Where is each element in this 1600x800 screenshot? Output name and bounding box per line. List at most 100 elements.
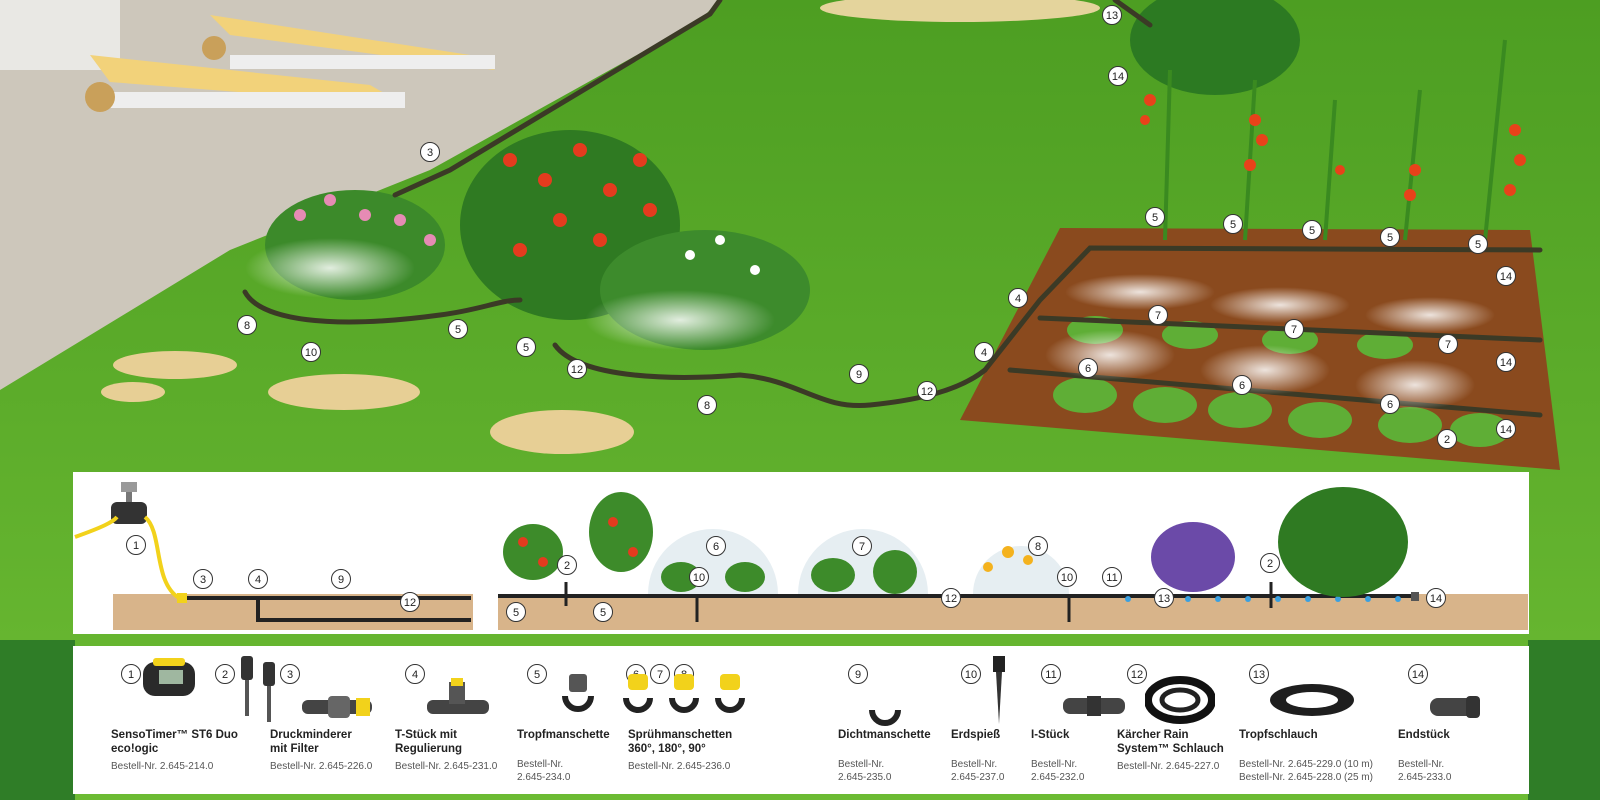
callout-number: 7 bbox=[1284, 319, 1304, 339]
legend-number: 4 bbox=[405, 664, 425, 684]
schematic-drawing bbox=[74, 482, 1528, 630]
shrub bbox=[1130, 0, 1300, 95]
legend-number: 7 bbox=[650, 664, 670, 684]
callout-number: 3 bbox=[420, 142, 440, 162]
callout-number: 7 bbox=[1148, 305, 1168, 325]
order-number: Bestell-Nr. 2.645-214.0 bbox=[111, 761, 214, 772]
callout-number: 5 bbox=[1380, 227, 1400, 247]
callout-number: 8 bbox=[697, 395, 717, 415]
callout-number: 6 bbox=[1232, 375, 1252, 395]
order-number: Bestell-Nr. 2.645-236.0 bbox=[628, 761, 731, 772]
callout-number: 10 bbox=[689, 567, 709, 587]
callout-number: 14 bbox=[1426, 588, 1446, 608]
order-number: Bestell-Nr. 2.645-233.0 bbox=[1398, 759, 1452, 783]
part-name: Druckminderer mit Filter bbox=[270, 729, 352, 755]
callout-number: 5 bbox=[1145, 207, 1165, 227]
callout-number: 5 bbox=[448, 319, 468, 339]
callout-number: 12 bbox=[941, 588, 961, 608]
i-piece-icon bbox=[1059, 686, 1129, 731]
order-number: Bestell-Nr. 2.645-234.0 bbox=[517, 759, 571, 783]
callout-number: 9 bbox=[331, 569, 351, 589]
legend-number: 14 bbox=[1408, 664, 1428, 684]
house-wall bbox=[0, 0, 120, 70]
water-tap-icon bbox=[111, 482, 147, 524]
sealing-collar-icon bbox=[866, 696, 906, 741]
t-piece-icon bbox=[423, 678, 493, 733]
callout-number: 14 bbox=[1496, 266, 1516, 286]
order-number: Bestell-Nr. 2.645-229.0 (10 m) Bestell-N… bbox=[1239, 759, 1373, 783]
callout-number: 5 bbox=[506, 602, 526, 622]
callout-number: 14 bbox=[1496, 419, 1516, 439]
callout-number: 13 bbox=[1102, 5, 1122, 25]
legend-number: 11 bbox=[1041, 664, 1061, 684]
callout-number: 5 bbox=[516, 337, 536, 357]
order-number: Bestell-Nr. 2.645-232.0 bbox=[1031, 759, 1085, 783]
end-piece-icon bbox=[1426, 686, 1486, 731]
callout-number: 14 bbox=[1496, 352, 1516, 372]
callout-number: 14 bbox=[1108, 66, 1128, 86]
callout-number: 12 bbox=[400, 592, 420, 612]
part-name: SensoTimer™ ST6 Duo ecoǃogic bbox=[111, 729, 238, 755]
legend-number: 12 bbox=[1127, 664, 1147, 684]
callout-number: 4 bbox=[974, 342, 994, 362]
callout-number: 11 bbox=[1102, 567, 1122, 587]
part-name: Tropfmanschette bbox=[517, 729, 610, 741]
gravel-path bbox=[820, 0, 1100, 22]
callout-number: 1 bbox=[126, 535, 146, 555]
part-name: Endstück bbox=[1398, 729, 1450, 741]
legend-number: 5 bbox=[527, 664, 547, 684]
callout-number: 6 bbox=[1380, 394, 1400, 414]
legend-number: 13 bbox=[1249, 664, 1269, 684]
part-name: Sprühmanschetten 360°, 180°, 90° bbox=[628, 729, 733, 755]
drip-collar-icon bbox=[559, 674, 599, 729]
hedge bbox=[0, 640, 75, 800]
part-name: Kärcher Rain System™ Schlauch bbox=[1117, 729, 1224, 755]
callout-number: 8 bbox=[1028, 536, 1048, 556]
callout-number: 10 bbox=[301, 342, 321, 362]
part-name: I-Stück bbox=[1031, 729, 1070, 741]
order-number: Bestell-Nr. 2.645-237.0 bbox=[951, 759, 1005, 783]
legend-number: 2 bbox=[215, 664, 235, 684]
callout-number: 3 bbox=[193, 569, 213, 589]
legend-number: 1 bbox=[121, 664, 141, 684]
callout-number: 5 bbox=[593, 602, 613, 622]
callout-number: 2 bbox=[1260, 553, 1280, 573]
callout-number: 12 bbox=[567, 359, 587, 379]
part-name: Tropfschlauch bbox=[1239, 729, 1318, 741]
drip-hose-icon bbox=[1267, 680, 1357, 725]
sun-lounger bbox=[202, 15, 495, 70]
callout-number: 5 bbox=[1468, 234, 1488, 254]
order-number: Bestell-Nr. 2.645-226.0 bbox=[270, 761, 373, 772]
callout-number: 2 bbox=[557, 555, 577, 575]
tomato-plants bbox=[1140, 39, 1526, 241]
callout-number: 8 bbox=[237, 315, 257, 335]
callout-number: 7 bbox=[1438, 334, 1458, 354]
hedge bbox=[1528, 640, 1600, 800]
pressure-reducer-icon bbox=[298, 686, 378, 731]
part-name: Erdspieß bbox=[951, 729, 1001, 741]
spray-collar-icon bbox=[622, 674, 752, 729]
timer-icon bbox=[139, 654, 201, 705]
part-name: Dichtmanschette bbox=[838, 729, 931, 741]
soil-sensor-icon bbox=[233, 656, 283, 731]
system-schematic bbox=[73, 472, 1529, 634]
callout-number: 4 bbox=[248, 569, 268, 589]
callout-number: 9 bbox=[849, 364, 869, 384]
order-number: Bestell-Nr. 2.645-231.0 bbox=[395, 761, 498, 772]
order-number: Bestell-Nr. 2.645-227.0 bbox=[1117, 761, 1220, 772]
hose-coil-icon bbox=[1144, 674, 1216, 729]
callout-number: 13 bbox=[1154, 588, 1174, 608]
callout-number: 6 bbox=[706, 536, 726, 556]
legend-number: 3 bbox=[280, 664, 300, 684]
ground-spike-icon bbox=[989, 656, 1009, 731]
callout-number: 2 bbox=[1437, 429, 1457, 449]
callout-number: 4 bbox=[1008, 288, 1028, 308]
legend-number: 10 bbox=[961, 664, 981, 684]
legend-number: 9 bbox=[848, 664, 868, 684]
callout-number: 10 bbox=[1057, 567, 1077, 587]
callout-number: 7 bbox=[852, 536, 872, 556]
callout-number: 12 bbox=[917, 381, 937, 401]
stepping-stones bbox=[101, 351, 634, 454]
order-number: Bestell-Nr. 2.645-235.0 bbox=[838, 759, 892, 783]
part-name: T-Stück mit Regulierung bbox=[395, 729, 463, 755]
